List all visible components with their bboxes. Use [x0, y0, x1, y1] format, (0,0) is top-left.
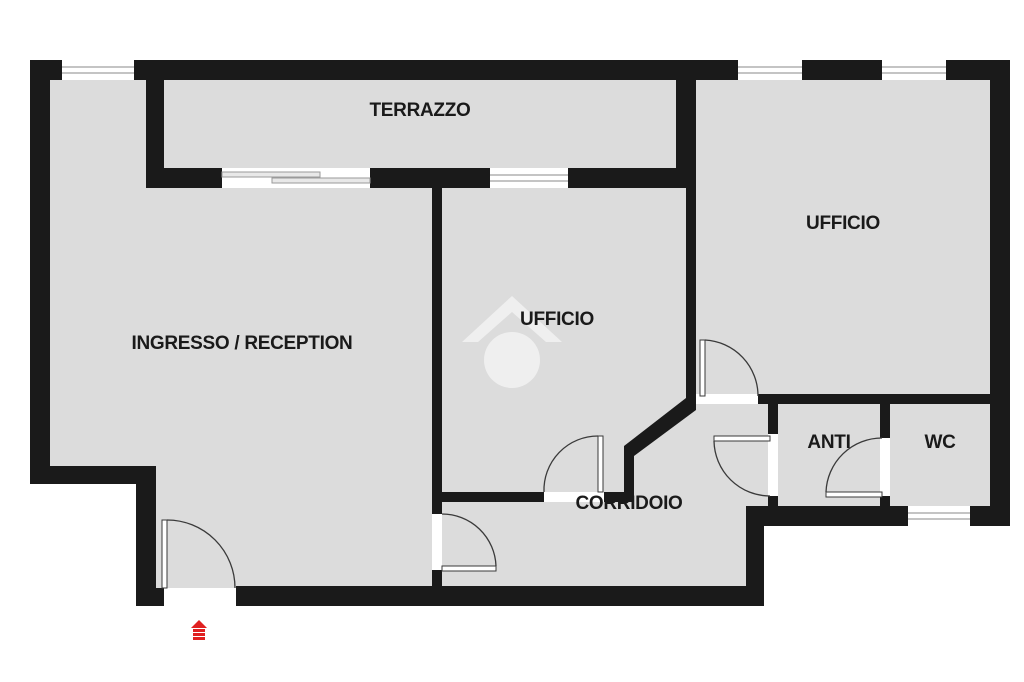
- room-labels: TERRAZZO INGRESSO / RECEPTION UFFICIO UF…: [132, 100, 957, 514]
- wall-top: [30, 60, 1010, 80]
- doors: [161, 339, 890, 606]
- wall-ingresso-ufficio: [432, 188, 442, 588]
- door-wc: [825, 437, 890, 498]
- wall-anti-wc: [880, 394, 890, 438]
- wall-bottom-left: [136, 588, 164, 606]
- door-ufficio-right: [696, 339, 759, 404]
- wall-bottom: [236, 586, 764, 606]
- wall-anti-left: [768, 394, 778, 434]
- wall-anti-left-lower: [768, 496, 778, 516]
- label-wc: WC: [924, 432, 956, 453]
- wall-ufficio-center-bottom-r: [604, 492, 634, 502]
- wall-right: [990, 60, 1010, 526]
- wall-bottom-right: [746, 506, 1010, 526]
- label-terrazzo: TERRAZZO: [369, 100, 470, 121]
- wall-right-lower: [746, 506, 764, 606]
- window-ingresso-top: [62, 60, 134, 80]
- window-ufficio-right-2: [882, 60, 946, 80]
- floor-ufficio-right: [696, 80, 990, 394]
- label-ingresso: INGRESSO / RECEPTION: [132, 333, 353, 354]
- wall-ufficio-center-bottom: [432, 492, 544, 502]
- door-entrance: [161, 519, 236, 606]
- window-wc: [908, 506, 970, 526]
- wall-left: [30, 60, 50, 484]
- door-anti: [713, 434, 778, 497]
- floor-wc: [890, 404, 990, 506]
- label-ufficio-center: UFFICIO: [520, 309, 594, 330]
- wall-left-lower: [136, 466, 156, 606]
- window-ufficio-right-1: [738, 60, 802, 80]
- wall-step: [30, 466, 156, 484]
- floors: [50, 80, 990, 588]
- label-corridoio: CORRIDOIO: [575, 493, 682, 514]
- wall-diagonal: [624, 398, 696, 502]
- label-anti: ANTI: [807, 432, 850, 453]
- wall-terrazzo-left: [146, 60, 164, 188]
- windows: [62, 60, 970, 526]
- window-ufficio-center: [490, 168, 568, 188]
- sliding-door-terrazzo: [221, 168, 371, 188]
- floor-corridoio: [442, 404, 770, 586]
- door-ingresso-corridoio: [432, 513, 497, 572]
- floor-anti: [778, 404, 880, 506]
- floor-ingresso: [50, 80, 432, 588]
- watermark-logo-icon: [462, 296, 562, 388]
- wall-ufficio-ufficio: [686, 80, 696, 400]
- door-ufficio-center: [543, 435, 604, 502]
- wall-anti-wc-lower: [880, 496, 890, 516]
- floor-terrazzo: [164, 80, 676, 168]
- entrance-arrow-icon: [191, 620, 207, 640]
- label-ufficio-right: UFFICIO: [806, 213, 880, 234]
